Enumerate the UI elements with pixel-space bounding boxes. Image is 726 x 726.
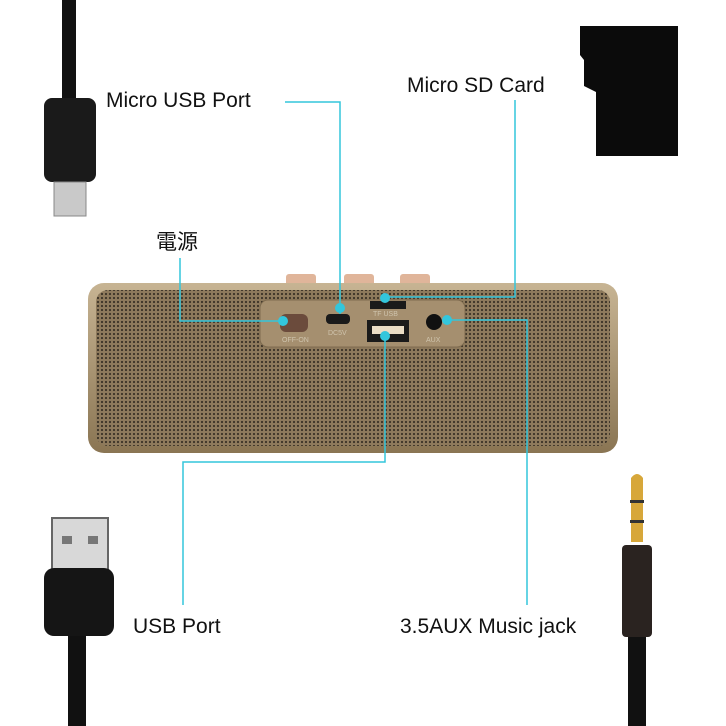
micro-sd-label: Micro SD Card xyxy=(407,74,545,97)
leader-lines xyxy=(179,100,528,605)
dc-mark: DC5V xyxy=(328,330,347,337)
leader-dots xyxy=(278,293,452,341)
usb-port-label: USB Port xyxy=(133,615,221,638)
aux-mark: AUX xyxy=(426,337,441,344)
sd-card xyxy=(580,26,678,156)
aux-label: 3.5AUX Music jack xyxy=(400,615,577,638)
power-label: 電源 xyxy=(156,231,198,254)
aux-jack xyxy=(622,474,652,726)
micro-usb-label: Micro USB Port xyxy=(106,89,251,112)
switch-mark: OFF-ON xyxy=(282,337,309,344)
micro-usb-cable xyxy=(44,0,96,217)
tf-mark: TF USB xyxy=(373,311,398,318)
usb-cable xyxy=(44,517,114,726)
speaker: OFF-ON DC5V TF USB AUX xyxy=(88,274,618,453)
